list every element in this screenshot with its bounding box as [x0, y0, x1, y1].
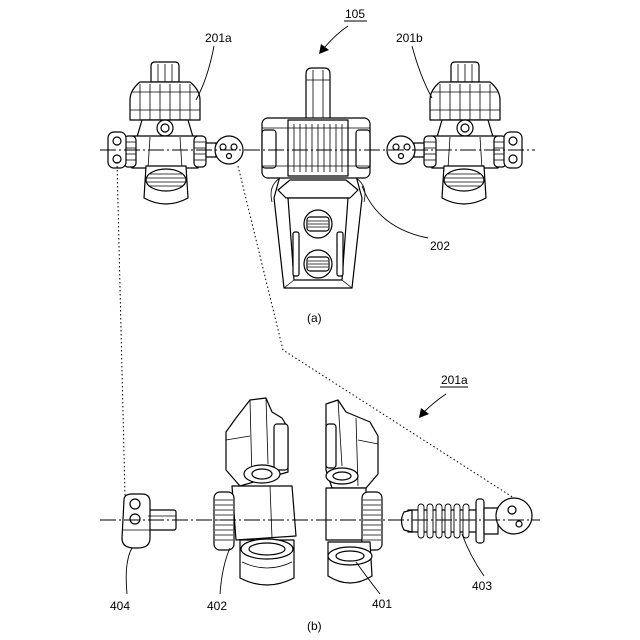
neck-hole-inner [161, 124, 169, 132]
central-housing [126, 136, 204, 168]
leader-404 [126, 548, 132, 594]
cap-boss-upper [130, 499, 140, 509]
right-slot [337, 232, 343, 276]
label-404: 404 [110, 599, 130, 613]
half-body-401 [326, 400, 382, 583]
side-tab [274, 424, 288, 470]
end-cap-404 [122, 494, 176, 548]
arrowhead-201a-b [419, 408, 429, 418]
caption-b: (b) [307, 619, 322, 633]
side-tab [326, 424, 336, 468]
socket-inner [333, 472, 351, 480]
label-201a: 201a [205, 31, 232, 45]
label-105: 105 [345, 7, 365, 21]
right-flange [194, 136, 206, 167]
label-202: 202 [430, 239, 450, 253]
ring-hole-left [220, 144, 226, 150]
end-cap-boss-upper [113, 137, 121, 145]
label-403: 403 [472, 579, 492, 593]
arrowhead-105 [319, 44, 329, 54]
hub-105 [262, 68, 370, 288]
ribbed-ring [214, 492, 234, 550]
right-side-tab [356, 130, 370, 168]
caption-a: (a) [307, 311, 322, 325]
arrow-201a-b [424, 394, 446, 412]
ring-hole-small [516, 521, 522, 527]
label-201b: 201b [396, 31, 423, 45]
top-shaft [306, 68, 330, 120]
frame-top-bevel [278, 180, 358, 198]
middle-body [232, 486, 296, 540]
lower-opening-inner [336, 551, 364, 561]
leader-402 [220, 548, 230, 594]
label-401: 401 [372, 597, 392, 611]
lower-opening-inner [249, 543, 285, 555]
middle-body [326, 488, 366, 540]
ring-hole-bottom [227, 154, 232, 159]
ring-hole-right [231, 144, 237, 150]
end-cap-boss-lower [113, 155, 121, 163]
upper-barrel [130, 82, 200, 120]
figure-a: 105 201a 201b 202 (a) [100, 7, 535, 325]
joint-201a [108, 62, 243, 204]
label-201a-b: 201a [441, 373, 468, 387]
figure-b: 201a 404 402 401 403 (b) [100, 373, 540, 633]
shaft-tip [402, 510, 413, 532]
ring-head [496, 498, 532, 534]
cap-boss-lower [130, 514, 140, 524]
joint-201b [387, 62, 522, 204]
leader-202 [362, 186, 428, 238]
lower-cylinder-opening [146, 169, 186, 191]
leader-201b [412, 46, 432, 98]
left-side-tab [262, 130, 276, 168]
projection-line-404 [117, 162, 125, 496]
ribbed-ring [362, 492, 382, 550]
socket-inner [252, 469, 272, 479]
left-slot [293, 232, 299, 276]
ring-hole [508, 506, 516, 514]
label-402: 402 [207, 599, 227, 613]
arrow-105 [324, 26, 348, 48]
shaft-flange [476, 499, 484, 543]
